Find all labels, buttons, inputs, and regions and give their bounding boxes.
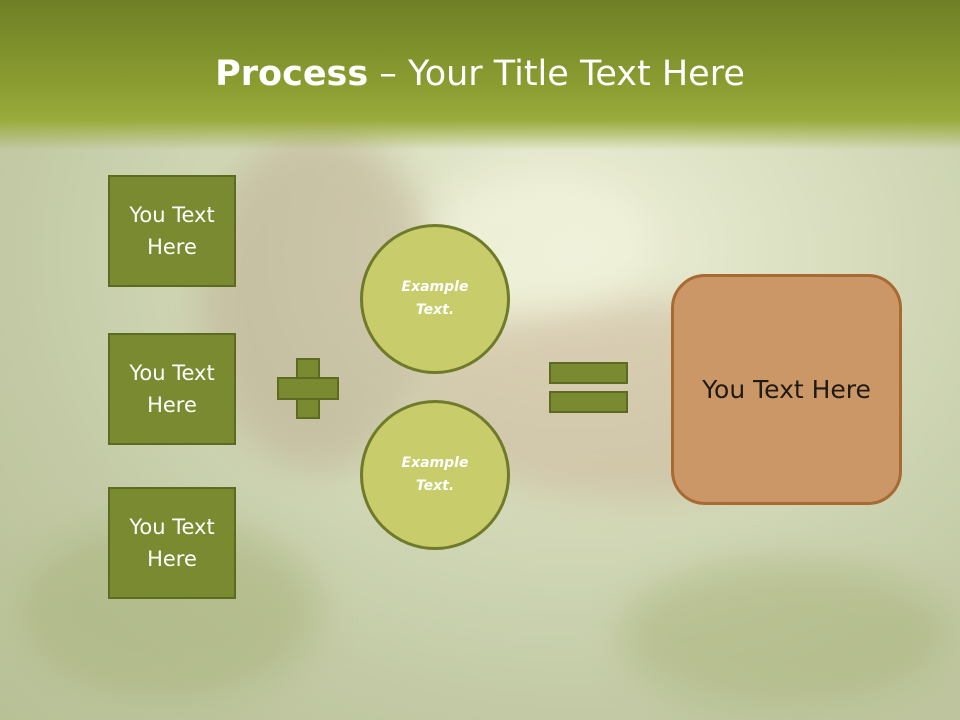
slide-title: Process – Your Title Text Here bbox=[0, 54, 960, 94]
title-rest: – Your Title Text Here bbox=[368, 54, 745, 94]
result-box[interactable]: You Text Here bbox=[671, 274, 902, 505]
plus-icon-center bbox=[298, 379, 318, 398]
title-bar bbox=[0, 0, 960, 150]
input-box-1[interactable]: You Text Here bbox=[108, 175, 236, 287]
input-box-3[interactable]: You Text Here bbox=[108, 487, 236, 599]
equals-icon-top bbox=[549, 362, 628, 384]
input-box-2[interactable]: You Text Here bbox=[108, 333, 236, 445]
background-blur bbox=[620, 560, 950, 710]
example-circle-1[interactable]: Example Text. bbox=[360, 224, 510, 374]
equals-icon-bottom bbox=[549, 391, 628, 413]
title-bold: Process bbox=[215, 54, 369, 94]
example-circle-2[interactable]: Example Text. bbox=[360, 400, 510, 550]
